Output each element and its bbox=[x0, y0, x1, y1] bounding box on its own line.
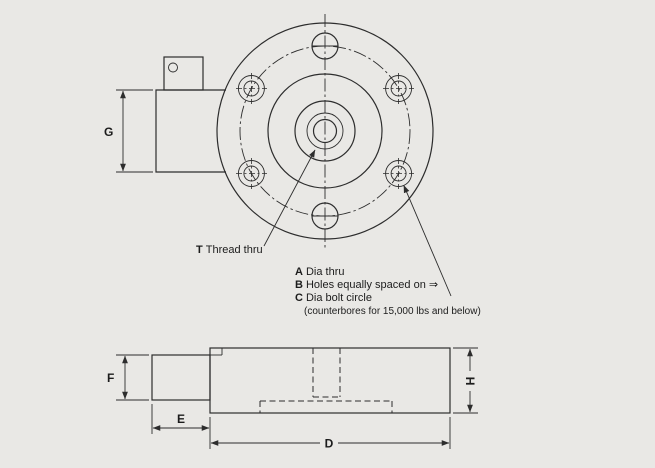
raised-face-circle bbox=[267, 73, 383, 189]
hidden-bottom-recess bbox=[259, 400, 393, 413]
connector-top-view bbox=[155, 56, 226, 173]
counterbore-hole-lower-left bbox=[236, 158, 267, 189]
bolt-circle-leader-line bbox=[403, 185, 452, 297]
side-view: F E D H bbox=[107, 347, 478, 451]
dimension-f: F bbox=[107, 354, 149, 401]
screw-head-circle bbox=[311, 32, 339, 60]
outer-flange-circle bbox=[216, 22, 434, 240]
center-hole bbox=[312, 118, 338, 144]
dim-d-label: D bbox=[325, 437, 334, 451]
body-outline bbox=[209, 347, 451, 414]
connector-side-view bbox=[151, 354, 211, 401]
hidden-thread-hole bbox=[312, 348, 341, 398]
counterbore-hole-upper-left bbox=[236, 73, 267, 104]
screw-top bbox=[311, 32, 339, 60]
dim-e-label: E bbox=[177, 412, 185, 426]
dim-h-label: H bbox=[464, 377, 478, 386]
top-view: G bbox=[104, 14, 434, 248]
thread-major-circle bbox=[306, 112, 344, 150]
dimension-e: E bbox=[151, 404, 211, 449]
dimension-d: D bbox=[210, 417, 451, 451]
dimension-g: G bbox=[104, 89, 153, 173]
connector-pin bbox=[168, 62, 178, 73]
counterbore-note: (counterbores for 15,000 lbs and below) bbox=[304, 306, 481, 317]
screw-bottom bbox=[311, 202, 339, 230]
thread-leader-line bbox=[263, 149, 316, 247]
dim-g-label: G bbox=[104, 125, 113, 139]
hub-circle bbox=[294, 100, 356, 162]
counterbore-hole-lower-right bbox=[383, 158, 414, 189]
connector-receptacle bbox=[163, 56, 204, 91]
counterbore-hole-upper-right bbox=[383, 73, 414, 104]
connector-body bbox=[155, 89, 226, 173]
dim-f-label: F bbox=[107, 371, 114, 385]
dimension-h: H bbox=[453, 347, 478, 414]
screw-head-circle bbox=[311, 202, 339, 230]
